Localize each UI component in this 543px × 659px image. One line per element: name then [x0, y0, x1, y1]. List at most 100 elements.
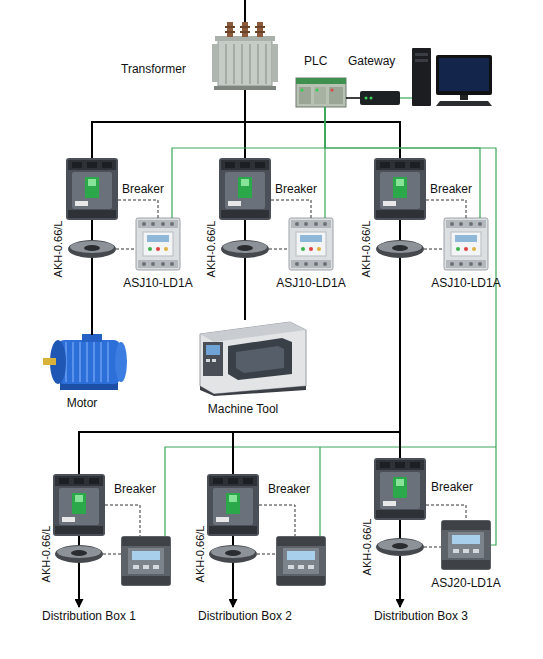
- trip-line: [116, 249, 136, 250]
- leakage-relay-label: ASJ10-LD1A: [123, 276, 192, 290]
- trip-line: [424, 249, 444, 250]
- relay-drawing: [289, 218, 333, 270]
- current-transformer-node: AKH-0.66/L: [221, 240, 269, 258]
- breaker-drawing: [207, 474, 259, 536]
- breaker-node: Breaker: [53, 474, 105, 536]
- current-transformer-drawing: [55, 240, 424, 563]
- gateway-label: Gateway: [348, 54, 395, 68]
- signal-line: [325, 107, 496, 545]
- machine-tool-label: Machine Tool: [208, 402, 279, 416]
- transformer-drawing: [225, 44, 227, 84]
- machine-tool-drawing: [200, 322, 306, 342]
- distribution-box-label: Distribution Box 3: [374, 609, 468, 623]
- computer-drawing: [439, 58, 489, 91]
- breaker-label: Breaker: [122, 182, 164, 196]
- current-transformer-label: AKH-0.66/L: [360, 519, 374, 576]
- motor-drawing: [58, 340, 120, 384]
- power-line: [399, 258, 401, 458]
- computer-drawing: [400, 97, 412, 98]
- breaker-node: Breaker: [374, 458, 426, 520]
- relay-drawing: [444, 218, 488, 270]
- transformer-drawing: [255, 26, 265, 28]
- motor-drawing: [107, 342, 109, 382]
- leakage-relay-label: ASJ20-LD1A: [431, 576, 500, 590]
- motor-drawing: [43, 334, 127, 390]
- supply-wire: [245, 0, 246, 22]
- signal-wire: [165, 447, 496, 536]
- power-line: [79, 258, 400, 474]
- trip-wire: [103, 554, 121, 555]
- computer-drawing: [415, 59, 428, 62]
- supply-wire: [244, 0, 246, 22]
- distribution-box-label: Distribution Box 2: [198, 609, 292, 623]
- current-transformer-drawing: [55, 545, 103, 563]
- plc-drawing: [329, 87, 343, 104]
- power-line: [244, 220, 246, 240]
- leakage-relay-label: ASJ10-LD1A: [431, 276, 500, 290]
- relay-drawing: [276, 536, 326, 586]
- signal-wire: [319, 447, 320, 536]
- leakage-relay-label: ASJ10-LD1A: [276, 276, 345, 290]
- signal-wire: [165, 447, 496, 536]
- motor-drawing: [86, 342, 88, 382]
- motor-drawing: [79, 342, 81, 382]
- breaker-node: Breaker: [374, 158, 426, 220]
- transformer-drawing: [249, 44, 251, 84]
- machine-tool-drawing: [200, 322, 306, 396]
- current-transformer-drawing: [376, 240, 424, 258]
- transformer-drawing: [240, 26, 250, 28]
- transformer-drawing: [225, 26, 235, 28]
- breaker-drawing: [53, 474, 105, 536]
- current-transformer-drawing: [376, 538, 424, 556]
- machine-tool-drawing: [206, 345, 220, 355]
- breaker-node: Breaker: [66, 158, 118, 220]
- plc-drawing: [301, 89, 304, 92]
- power-line: [233, 258, 400, 474]
- machine-tool-node: Machine Tool: [196, 320, 308, 396]
- transformer-drawing: [240, 31, 250, 33]
- distribution-box-label: Distribution Box 1: [42, 609, 136, 623]
- transformer-drawing: [225, 31, 235, 33]
- current-transformer-node: AKH-0.66/L: [376, 240, 424, 258]
- power-line: [78, 563, 80, 607]
- transformer-drawing: [257, 22, 263, 37]
- trip-line: [269, 249, 289, 250]
- machine-tool-drawing: [236, 346, 284, 373]
- power-line: [91, 220, 93, 240]
- transformer-label: Transformer: [121, 62, 186, 76]
- transformer-drawing: [255, 31, 265, 33]
- computer-drawing: [412, 48, 431, 106]
- power-line: [78, 536, 80, 545]
- current-transformer-drawing: [68, 240, 116, 258]
- current-transformer-label: AKH-0.66/L: [359, 221, 373, 278]
- transformer-drawing: [242, 22, 248, 37]
- breaker-node: Breaker: [219, 158, 271, 220]
- power-line: [91, 258, 93, 335]
- breaker-label: Breaker: [114, 482, 156, 496]
- current-transformer-label: AKH-0.66/L: [51, 221, 65, 278]
- trip-line: [424, 547, 441, 548]
- trip-line: [271, 200, 311, 218]
- breaker-label: Breaker: [275, 182, 317, 196]
- motor-drawing: [93, 342, 95, 382]
- gateway-node: Gateway: [360, 90, 400, 106]
- plc-drawing: [296, 78, 346, 107]
- transformer-drawing: [218, 40, 272, 86]
- leakage-relay-node: ASJ10-LD1A: [136, 218, 180, 270]
- relay-drawing: [121, 218, 491, 586]
- power-line: [232, 563, 234, 607]
- machine-tool-drawing: [228, 338, 292, 380]
- motor-label: Motor: [67, 396, 98, 410]
- breaker-label: Breaker: [431, 480, 473, 494]
- signal-line: [325, 107, 480, 218]
- distribution-box-node: Distribution Box 2: [196, 607, 308, 625]
- plc-drawing: [299, 87, 311, 104]
- motor-drawing: [100, 342, 102, 382]
- trip-line: [426, 505, 466, 520]
- current-transformer-label: AKH-0.66/L: [39, 526, 53, 583]
- power-line: [399, 556, 401, 607]
- trip-line: [118, 200, 158, 218]
